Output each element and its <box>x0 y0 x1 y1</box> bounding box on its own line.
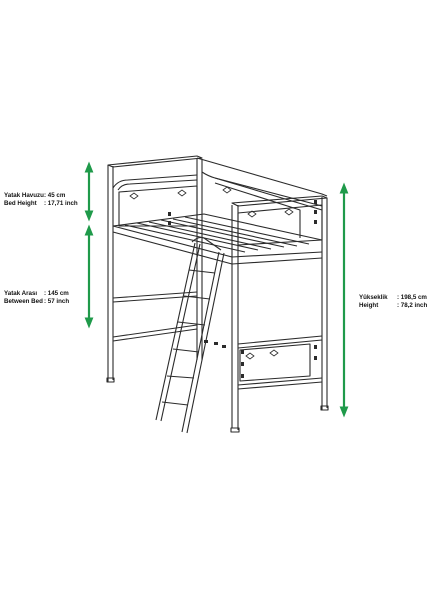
between-bed-value-cm: : 145 cm <box>44 290 69 297</box>
between-bed-value-inch: : 57 inch <box>44 298 70 305</box>
bed-height-value-cm: : 45 cm <box>44 192 66 199</box>
panel-diamonds <box>129 186 294 360</box>
total-height-value-inch: : 78,2 inch <box>397 302 427 309</box>
between-bed-name-en: Between Bed <box>4 298 43 305</box>
between-bed-name-tr: Yatak Arası <box>4 290 38 297</box>
total-height-name-tr: Yükseklik <box>359 294 388 301</box>
total-height-label: Yükseklik : 198,5 cm Height : 78,2 inch <box>359 294 427 310</box>
total-height-value-cm: : 198,5 cm <box>397 294 427 301</box>
bed-height-name-en: Bed Height <box>4 200 37 207</box>
between-bed-label: Yatak Arası : 145 cm Between Bed: 57 inch <box>4 290 69 306</box>
total-height-name-en: Height <box>359 302 379 309</box>
bed-height-value-inch: : 17,71 inch <box>44 200 78 207</box>
bed-frame <box>106 155 329 433</box>
ladder <box>155 236 225 434</box>
bed-height-label: Yatak Havuzu: 45 cm Bed Height : 17,71 in… <box>4 192 78 208</box>
bed-height-name-tr: Yatak Havuzu <box>4 192 44 199</box>
